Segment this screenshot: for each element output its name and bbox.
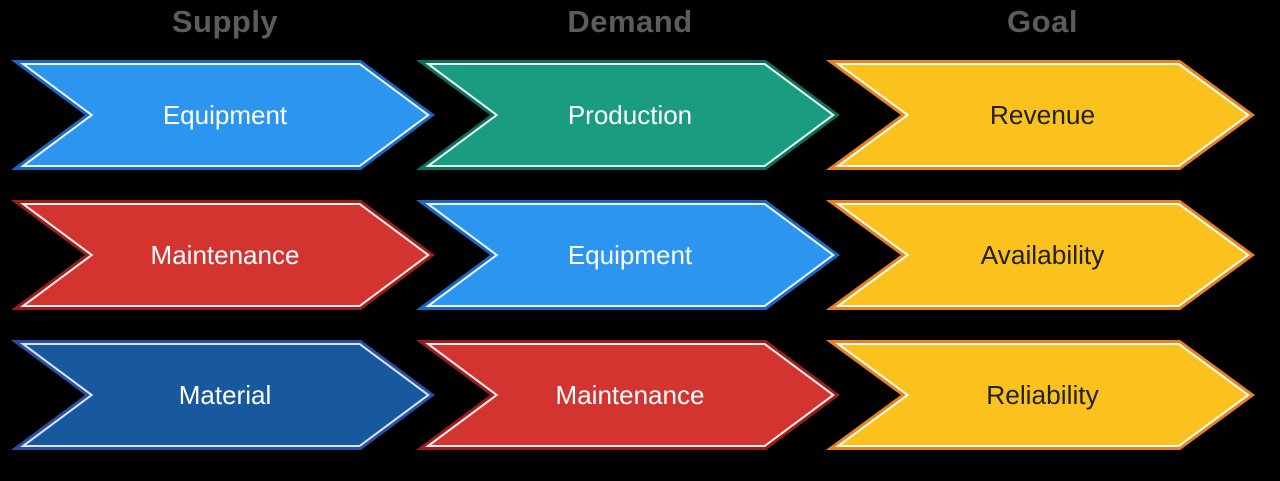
arrow-demand-maintenance: Maintenance (415, 340, 840, 450)
arrow-demand-equipment: Equipment (415, 200, 840, 310)
arrow-demand-production: Production (415, 60, 840, 170)
chevron-arrow-shape: Revenue (825, 60, 1256, 170)
arrow-fill (841, 65, 1247, 165)
chevron-arrow-shape: Maintenance (415, 340, 840, 450)
arrow-supply-material: Material (10, 340, 436, 450)
arrow-fill (841, 205, 1247, 305)
arrow-goal-reliability: Reliability (825, 340, 1256, 450)
arrow-fill (26, 205, 427, 305)
column-header-supply: Supply (171, 4, 279, 39)
column-header-goal: Goal (1007, 4, 1078, 39)
chevron-arrow-shape: Production (415, 60, 840, 170)
arrow-fill (431, 205, 832, 305)
arrow-label: Availability (981, 240, 1106, 270)
arrow-fill (431, 345, 832, 445)
chevron-arrow-shape: Material (10, 340, 436, 450)
chevron-arrow-shape: Availability (825, 200, 1256, 310)
arrow-label: Maintenance (556, 380, 705, 410)
arrow-fill (26, 345, 427, 445)
column-header-demand: Demand (567, 4, 693, 39)
arrow-goal-availability: Availability (825, 200, 1256, 310)
chevron-arrow-shape: Equipment (415, 200, 840, 310)
arrow-fill (26, 65, 427, 165)
arrow-label: Equipment (163, 100, 288, 130)
chevron-arrow-shape: Reliability (825, 340, 1256, 450)
arrow-label: Production (568, 100, 692, 130)
arrow-label: Material (179, 380, 271, 410)
chevron-arrow-shape: Maintenance (10, 200, 436, 310)
arrow-label: Maintenance (151, 240, 300, 270)
arrow-fill (841, 345, 1247, 445)
arrow-supply-equipment: Equipment (10, 60, 436, 170)
arrow-label: Reliability (986, 380, 1099, 410)
arrow-supply-maintenance: Maintenance (10, 200, 436, 310)
arrow-label: Revenue (990, 100, 1095, 130)
arrow-goal-revenue: Revenue (825, 60, 1256, 170)
arrow-label: Equipment (568, 240, 693, 270)
arrow-fill (431, 65, 832, 165)
chevron-arrow-shape: Equipment (10, 60, 436, 170)
